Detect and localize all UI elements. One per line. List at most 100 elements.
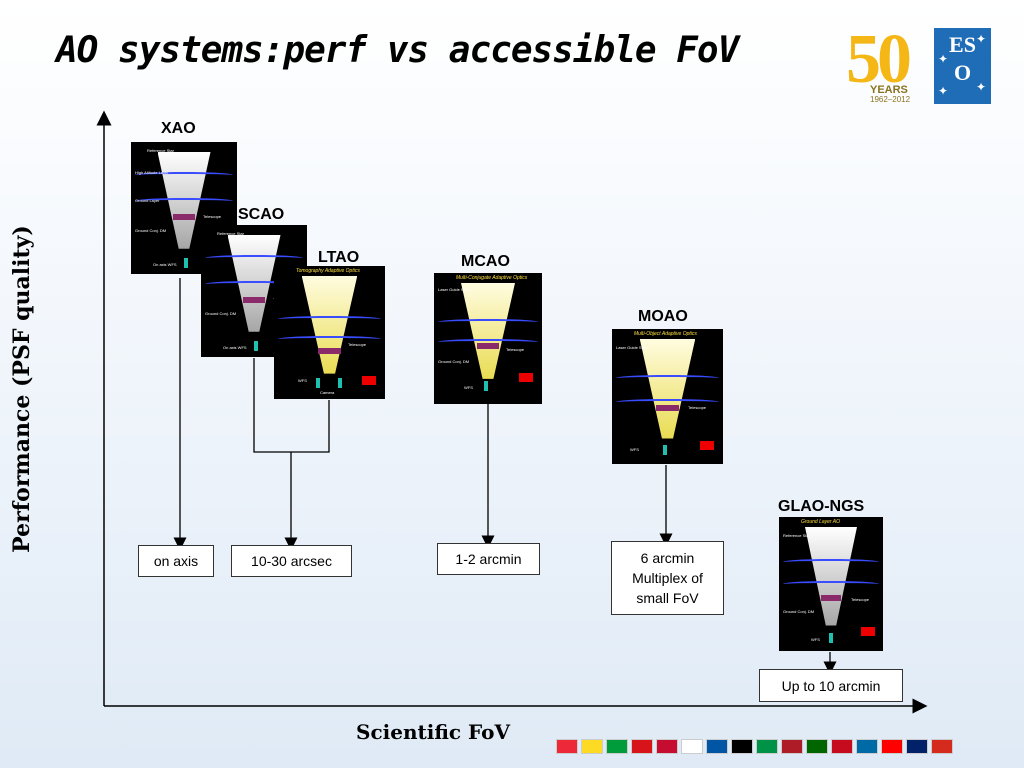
panel-text: Telescope <box>851 597 870 602</box>
flag-icon <box>906 739 928 754</box>
turbulence-layer <box>205 281 303 287</box>
deformable-mirror <box>318 348 341 354</box>
wfs-marker <box>316 378 321 388</box>
star-icon: ✦ <box>938 52 949 66</box>
system-label-scao: SCAO <box>238 206 285 223</box>
flag-icon <box>556 739 578 754</box>
panel-text: Ground Conj. DM <box>783 609 815 614</box>
deformable-mirror <box>243 297 265 303</box>
years-range-text: 1962–2012 <box>870 95 911 104</box>
flag-icon <box>681 739 703 754</box>
turbulence-layer <box>135 198 233 204</box>
deformable-mirror <box>656 405 679 411</box>
turbulence-layer <box>438 339 538 345</box>
flag-icon <box>706 739 728 754</box>
panel-text: Reference Star <box>217 231 244 236</box>
flag-icon <box>756 739 778 754</box>
wfs-marker <box>828 633 833 643</box>
flag-icon <box>806 739 828 754</box>
panel-text: Reference Star <box>147 148 174 153</box>
light-beam <box>461 283 515 379</box>
turbulence-layer <box>438 319 538 325</box>
panel-text: WFS <box>630 447 639 452</box>
fov-box-line: 6 arcmin <box>640 550 695 566</box>
turbulence-layer <box>278 336 381 342</box>
system-label-moao: MOAO <box>638 308 688 325</box>
panel-text: Laser Guide Stars <box>616 345 649 350</box>
eso-50-years-logo: 50 YEARS 1962–2012 <box>846 21 930 104</box>
panel-text: High Altitude Layer <box>135 170 169 175</box>
flag-icon <box>931 739 953 754</box>
star-icon: ✦ <box>976 80 987 94</box>
star-icon: ✦ <box>938 84 949 98</box>
panel-text: Reference Star <box>783 533 810 538</box>
flag-icon <box>856 739 878 754</box>
wfs-marker <box>184 258 188 268</box>
turbulence-layer <box>616 375 719 381</box>
fov-box-arcsec: 10-30 arcsec <box>231 545 352 577</box>
turbulence-layer <box>616 399 719 405</box>
wfc-box <box>362 376 377 385</box>
ltao-panel: Tomography Adaptive Optics Telescope WFS… <box>274 266 385 399</box>
system-label-ltao: LTAO <box>318 249 360 266</box>
panel-title: Multi-Conjugate Adaptive Optics <box>456 275 528 281</box>
flag-icon <box>731 739 753 754</box>
turbulence-layer <box>278 316 381 322</box>
wfs-marker <box>254 341 258 351</box>
panel-text: WFS <box>298 378 307 383</box>
panel-text: On axis WFS <box>153 262 177 267</box>
mcao-panel: Multi-Conjugate Adaptive Optics Laser Gu… <box>434 273 542 404</box>
fov-box-line: Multiplex of <box>632 570 703 586</box>
fov-box-glao: Up to 10 arcmin <box>759 669 903 702</box>
years-text: YEARS <box>870 84 908 96</box>
wfs-marker <box>663 445 668 455</box>
panel-text: Telescope <box>688 405 707 410</box>
panel-title: Tomography Adaptive Optics <box>296 268 360 274</box>
wfc-box <box>519 373 534 382</box>
moao-panel: Multi-Object Adaptive Optics Laser Guide… <box>612 329 723 464</box>
panel-title: Multi-Object Adaptive Optics <box>634 331 697 337</box>
panel-text: Telescope <box>506 347 525 352</box>
light-beam <box>639 339 696 439</box>
system-label-glao: GLAO-NGS <box>778 498 865 515</box>
panel-text: Ground Conj. DM <box>135 228 167 233</box>
fifty-text: 50 <box>846 21 912 98</box>
flag-icon <box>631 739 653 754</box>
fov-box-mcao: 1-2 arcmin <box>437 543 540 575</box>
fov-box-moao: 6 arcmin Multiplex of small FoV <box>611 541 724 615</box>
deformable-mirror <box>477 343 499 349</box>
panel-text: Ground Conj. DM <box>438 359 470 364</box>
fov-box-on-axis: on axis <box>138 545 214 577</box>
deformable-mirror <box>173 214 195 220</box>
member-flags <box>556 739 953 754</box>
panel-text: Telescope <box>348 342 367 347</box>
wfs-marker <box>483 381 488 391</box>
eso-top-text: ES <box>949 32 976 57</box>
light-beam <box>227 235 281 332</box>
turbulence-layer <box>783 581 879 587</box>
turbulence-layer <box>135 172 233 178</box>
star-icon: ✦ <box>976 32 987 46</box>
panel-text: Telescope <box>203 214 222 219</box>
panel-text: Laser Guide Stars <box>438 287 471 292</box>
panel-text: On axis WFS <box>223 345 247 350</box>
eso-logo: ES O ✦ ✦ ✦ ✦ <box>934 28 991 104</box>
flag-icon <box>606 739 628 754</box>
panel-text: Camera <box>320 390 335 395</box>
system-label-xao: XAO <box>161 120 196 137</box>
panel-text: WFS <box>811 637 820 642</box>
glao-panel: Ground Layer AO Reference Star Telescope… <box>779 517 883 651</box>
fov-box-line: small FoV <box>636 590 699 606</box>
turbulence-layer <box>205 255 303 261</box>
panel-text: WFS <box>464 385 473 390</box>
flag-icon <box>581 739 603 754</box>
flag-icon <box>881 739 903 754</box>
flag-icon <box>831 739 853 754</box>
slide-title: AO systems:perf vs accessible FoV <box>56 30 739 71</box>
panel-text: Ground Layer <box>135 198 160 203</box>
deformable-mirror <box>820 595 842 601</box>
wfc-box <box>700 441 715 450</box>
light-beam <box>301 276 358 374</box>
panel-title: Ground Layer AO <box>801 519 841 525</box>
